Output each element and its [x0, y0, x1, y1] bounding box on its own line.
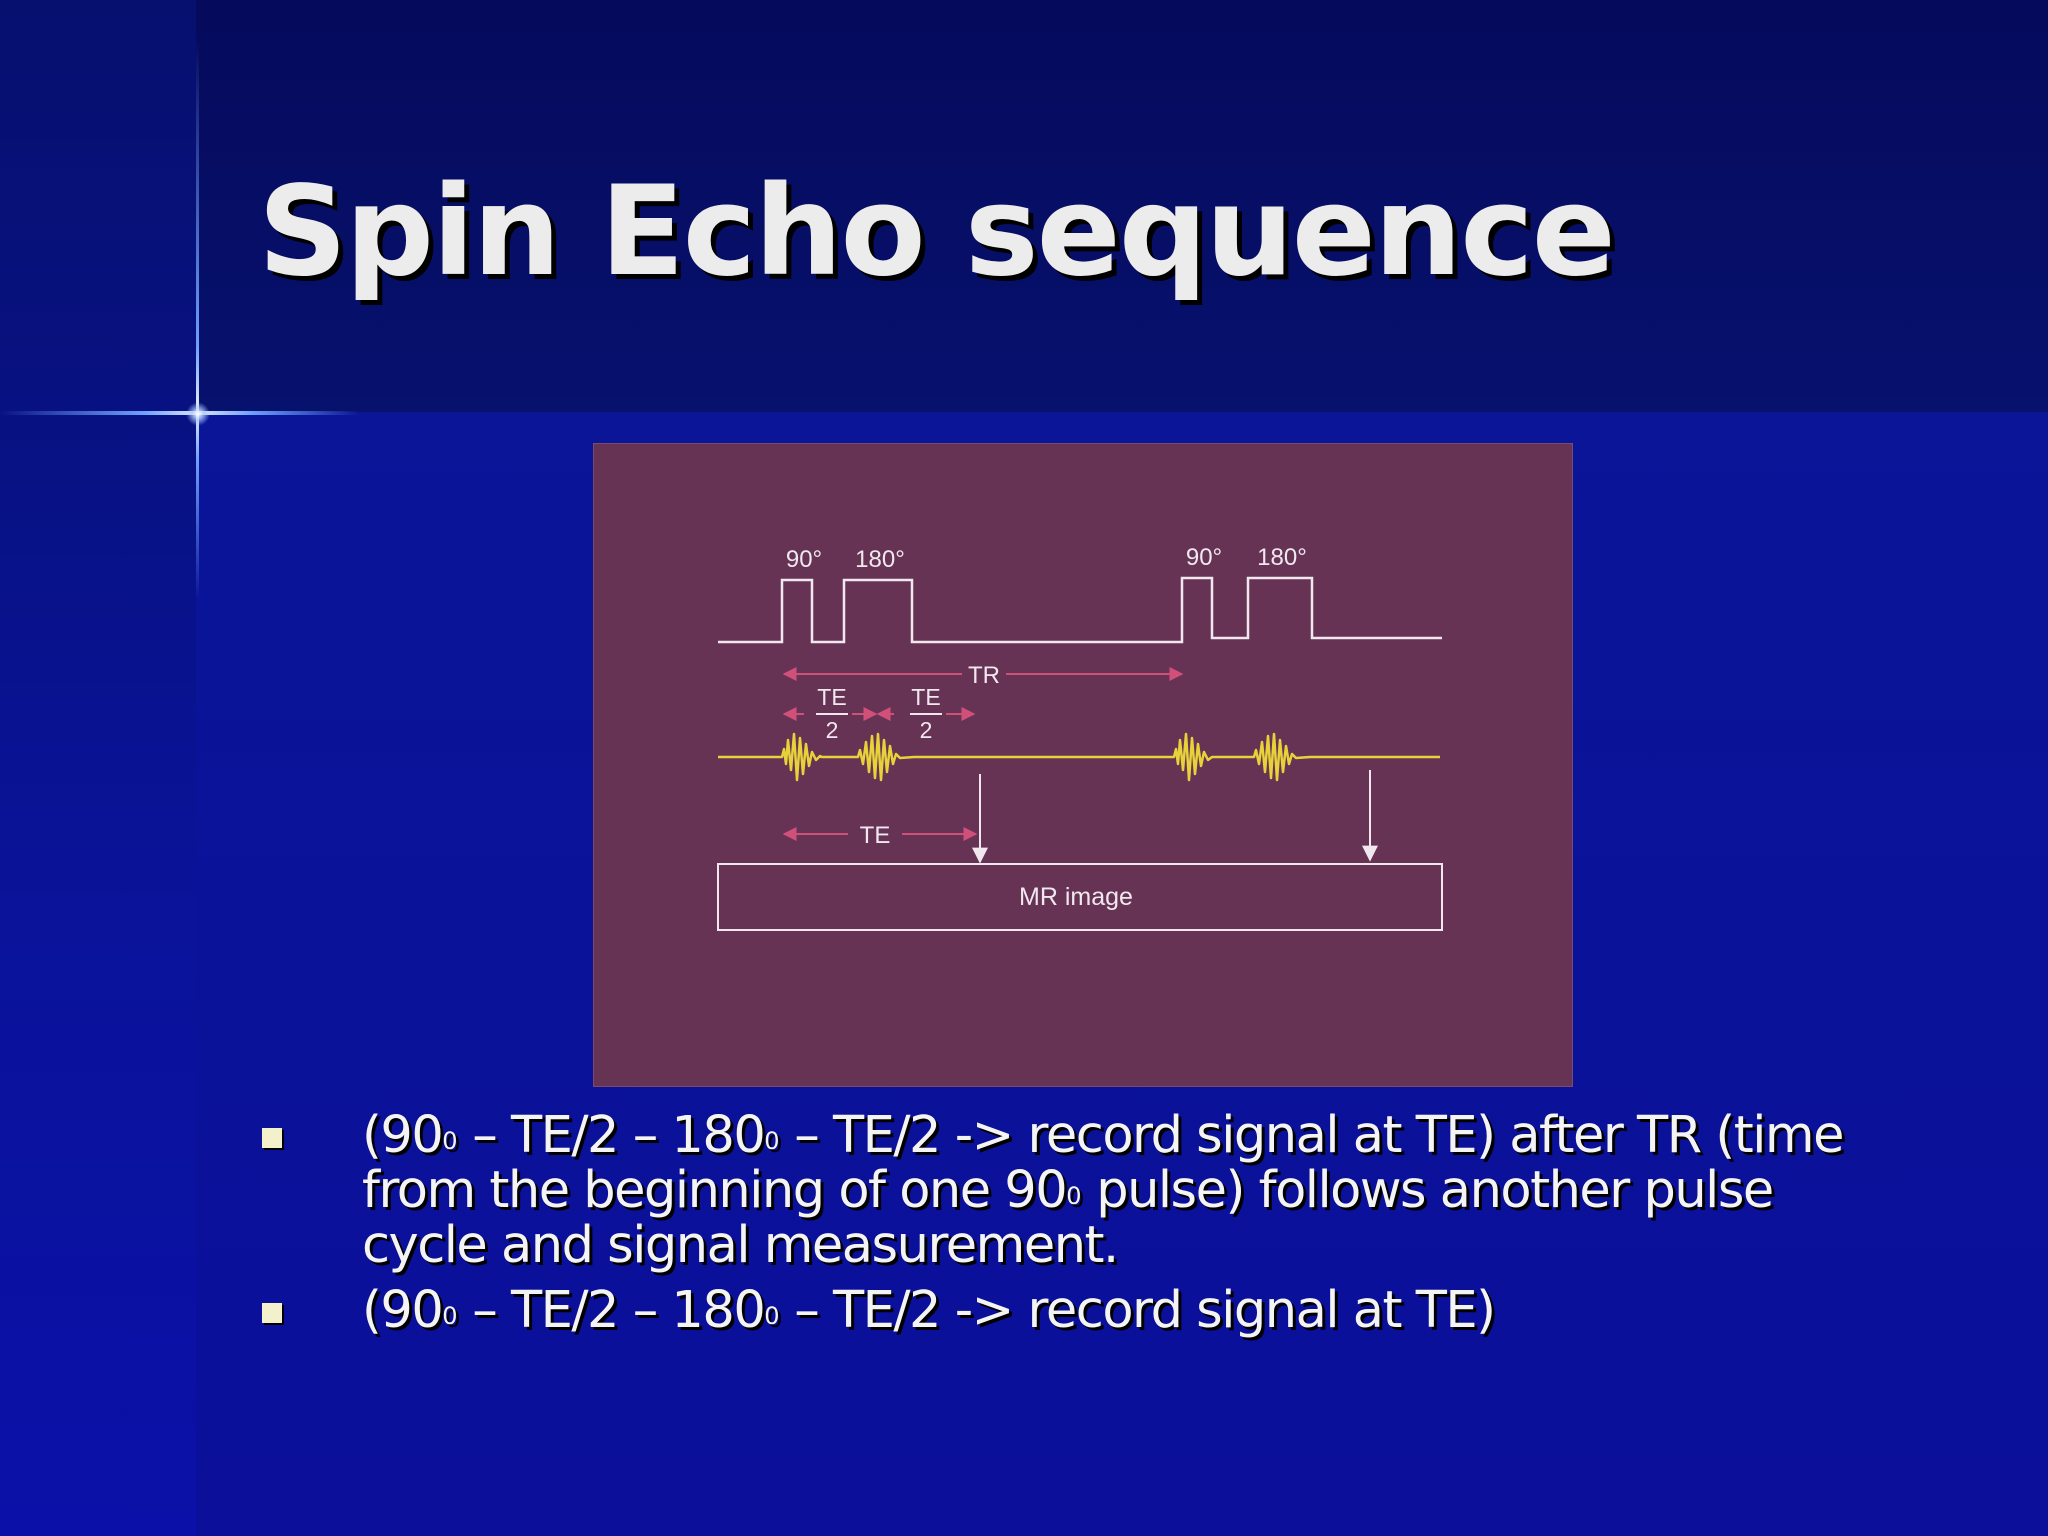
- lens-flare-horizontal: [0, 411, 360, 415]
- spin-echo-diagram-svg: 90° 180° 90° 180° TR TE 2 TE 2 TE MR ima…: [717, 544, 1443, 931]
- rf-pulse-line: [718, 576, 1442, 644]
- tr-label: TR: [968, 662, 1000, 689]
- bullet-item-2: (900 – TE/2 – 1800 – TE/2 -> record sign…: [262, 1283, 1882, 1338]
- te-half-2-numerator: TE: [911, 684, 940, 710]
- bullet-square-icon: [262, 1128, 282, 1148]
- bullet-list: (900 – TE/2 – 1800 – TE/2 -> record sign…: [262, 1108, 1882, 1348]
- te-half-2-denominator: 2: [920, 717, 933, 743]
- bullet-item-1: (900 – TE/2 – 1800 – TE/2 -> record sign…: [262, 1108, 1882, 1273]
- pulse-label-180-first: 180°: [855, 546, 905, 573]
- lens-flare-vertical: [196, 40, 199, 600]
- mr-image-box: [717, 863, 1443, 931]
- lens-flare-center: [186, 402, 210, 426]
- te-half-1-numerator: TE: [817, 684, 846, 710]
- left-margin-background: [0, 0, 196, 1536]
- te-half-1-denominator: 2: [826, 717, 839, 743]
- bullet-square-icon: [262, 1303, 282, 1323]
- slide-title: Spin Echo sequence: [258, 160, 1616, 304]
- pulse-label-90-second: 90°: [1186, 544, 1222, 571]
- mr-image-label: MR image: [1019, 883, 1133, 911]
- pulse-label-180-second: 180°: [1257, 544, 1307, 571]
- pulse-label-90-first: 90°: [786, 546, 822, 573]
- title-band-background: [0, 0, 2048, 412]
- signal-line: [718, 732, 1440, 782]
- te-label: TE: [860, 822, 891, 849]
- spin-echo-diagram: 90° 180° 90° 180° TR TE 2 TE 2 TE MR ima…: [594, 444, 1572, 1086]
